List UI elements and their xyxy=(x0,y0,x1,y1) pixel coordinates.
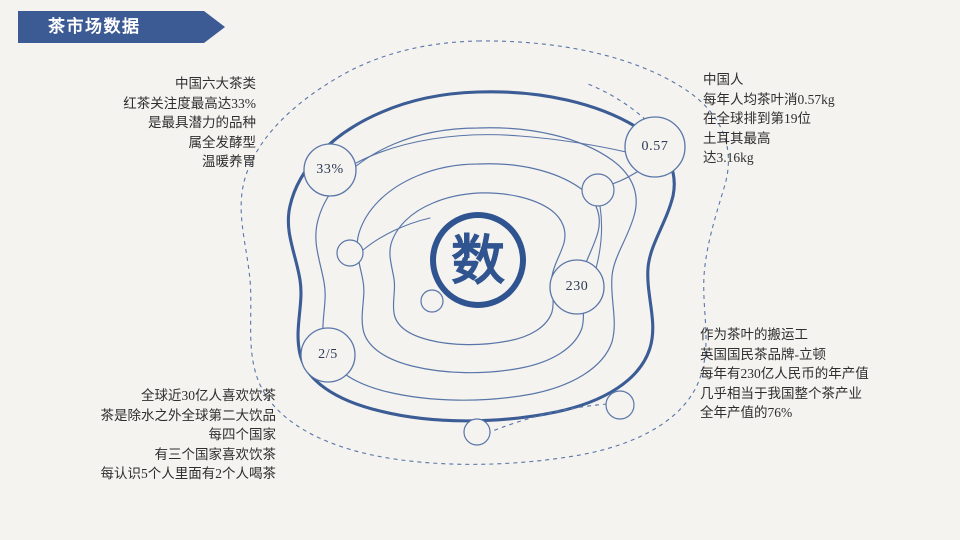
quaternary-contour-ring xyxy=(389,192,566,346)
callout-line: 有三个国家喜欢饮茶 xyxy=(154,446,277,462)
callout-line: 全球近30亿人喜欢饮茶 xyxy=(141,388,276,403)
callout-line: 在全球排到第19位 xyxy=(703,111,811,126)
connector-node-inner xyxy=(362,217,431,251)
callout-line: 几乎相当于我国整个茶产业 xyxy=(700,385,862,401)
page-title: 茶市场数据 xyxy=(48,17,141,37)
callout-line: 茶是除水之外全球第二大饮品 xyxy=(100,407,277,423)
primary-contour-ring xyxy=(286,90,676,423)
callout-line: 土耳其最高 xyxy=(703,130,771,146)
callout-line: 作为茶叶的搬运工 xyxy=(700,327,808,342)
connector-dashed-lower-right xyxy=(489,403,608,433)
bubble-per-capita[interactable] xyxy=(624,116,686,178)
callout-line: 每年有230亿人民币的年产值 xyxy=(700,366,869,381)
callout-lipton: 作为茶叶的搬运工 英国国民茶品牌-立顿 每年有230亿人民币的年产值 几乎相当于… xyxy=(700,325,869,423)
secondary-contour-ring xyxy=(315,127,637,401)
callout-line: 每年人均茶叶消0.57kg xyxy=(703,91,835,107)
center-circle xyxy=(430,212,526,308)
node-dot xyxy=(420,289,444,313)
node-dot xyxy=(463,418,491,446)
callout-line: 达3.16kg xyxy=(703,150,754,165)
node-dot xyxy=(336,239,364,267)
connector-dashed-upper-right xyxy=(587,83,647,121)
callout-global-consumption: 全球近30亿人喜欢饮茶 茶是除水之外全球第二大饮品 每四个国家 有三个国家喜欢饮… xyxy=(101,386,277,484)
title-banner: 茶市场数据 xyxy=(18,11,225,43)
node-dot xyxy=(581,173,615,207)
bubble-lipton-revenue[interactable] xyxy=(549,259,605,315)
callout-line: 温暖养胃 xyxy=(202,154,256,169)
callout-line: 英国国民茶品牌-立顿 xyxy=(700,346,826,362)
bubble-drinker-ratio[interactable] xyxy=(300,327,356,383)
connector-33-to-0-57 xyxy=(355,134,627,164)
bubble-tea-share[interactable] xyxy=(303,143,357,197)
title-banner-shape xyxy=(18,11,225,43)
node-dot xyxy=(605,390,635,420)
callout-line: 红茶关注度最高达33% xyxy=(123,95,256,111)
callout-line: 每认识5个人里面有2个人喝茶 xyxy=(100,466,277,481)
callout-line: 全年产值的76% xyxy=(700,405,793,420)
callout-line: 是最具潜力的品种 xyxy=(148,115,256,130)
callout-line: 中国人 xyxy=(703,72,744,87)
callout-tea-types: 中国六大茶类 红茶关注度最高达33% 是最具潜力的品种 属全发酵型 温暖养胃 xyxy=(123,74,256,172)
callout-line: 中国六大茶类 xyxy=(175,76,256,91)
callout-line: 每四个国家 xyxy=(208,427,277,442)
tertiary-contour-ring xyxy=(356,163,600,374)
callout-consumption: 中国人 每年人均茶叶消0.57kg 在全球排到第19位 土耳其最高 达3.16k… xyxy=(703,70,835,168)
callout-line: 属全发酵型 xyxy=(188,134,257,150)
